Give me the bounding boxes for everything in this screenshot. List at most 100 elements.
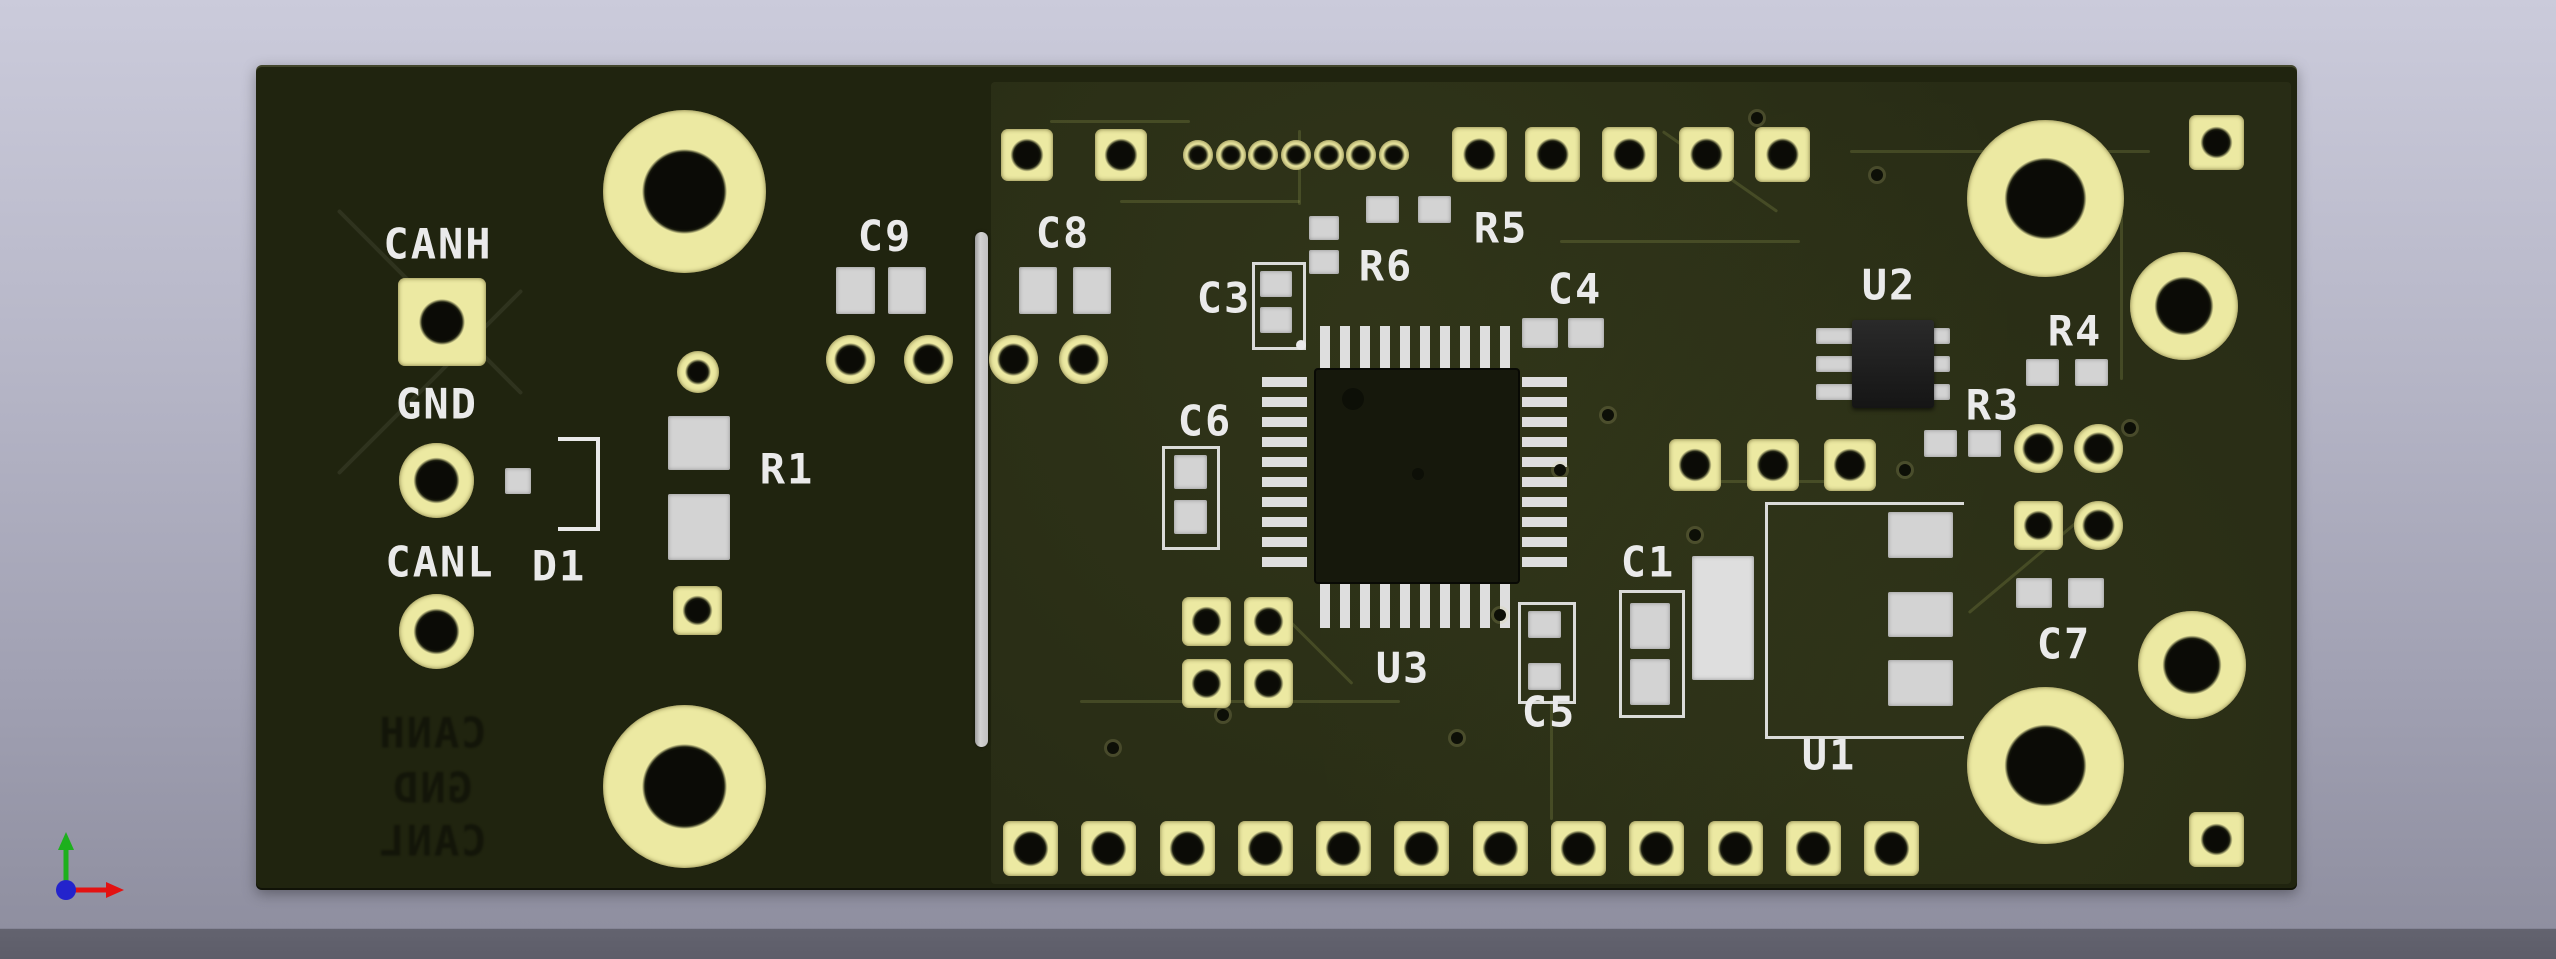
trace [1080, 700, 1400, 703]
smd-pad-c7 [2016, 578, 2052, 608]
th-pad [1244, 659, 1293, 708]
silkscreen-label-canl: CANL [385, 537, 495, 587]
mounting-hole [2138, 611, 2246, 719]
silkscreen-label-c9: C9 [857, 211, 913, 261]
mounting-hole [1967, 687, 2124, 844]
th-pad [677, 351, 719, 393]
ic-pin-u2 [1816, 328, 1856, 344]
th-pad [904, 335, 953, 384]
trace [1120, 200, 1300, 203]
trace [1560, 240, 1800, 243]
silkscreen-label-canh: CANH [383, 219, 493, 269]
th-pad-small [1216, 140, 1246, 170]
silkscreen-label-c7: C7 [2036, 619, 2092, 669]
silk-outline-d1 [596, 437, 600, 531]
silk-outline-d1 [558, 527, 600, 531]
th-pad [989, 335, 1038, 384]
trace [2120, 200, 2123, 380]
th-pad [1452, 127, 1507, 182]
th-pad [1669, 439, 1721, 491]
smd-pad-c8 [1019, 267, 1057, 314]
silk-pin1-dot [1296, 340, 1306, 350]
th-pad [1001, 129, 1053, 181]
th-pad [1551, 821, 1606, 876]
ic-body-u2 [1852, 320, 1934, 408]
th-pad [826, 335, 875, 384]
th-pad-gnd [399, 443, 474, 518]
th-pad [1864, 821, 1919, 876]
back-silkscreen-gnd: GND [391, 763, 473, 813]
smd-pad-r1 [668, 494, 730, 560]
silk-outline-c1 [1619, 590, 1685, 718]
th-pad-small [1183, 140, 1213, 170]
th-pad [1679, 127, 1734, 182]
th-pad [1629, 821, 1684, 876]
th-pad-canh [398, 278, 486, 366]
th-pad [1182, 659, 1231, 708]
th-pad [1824, 439, 1876, 491]
silkscreen-label-c3: C3 [1196, 273, 1252, 323]
via [1602, 409, 1614, 421]
smd-pad-r1 [668, 416, 730, 470]
smd-pad-c1 [1630, 603, 1670, 649]
silkscreen-label-r3: R3 [1965, 380, 2021, 430]
smd-pad-c9 [888, 267, 926, 314]
th-pad [1786, 821, 1841, 876]
via [1899, 464, 1911, 476]
th-pad-canl [399, 594, 474, 669]
th-pad [2074, 424, 2123, 473]
th-pad-small [1379, 140, 1409, 170]
silkscreen-label-c4: C4 [1547, 264, 1603, 314]
th-pad [1182, 597, 1231, 646]
chip-pin1-mark [1342, 388, 1364, 410]
th-pad [1708, 821, 1763, 876]
silkscreen-label-c1: C1 [1620, 537, 1676, 587]
th-pad [2014, 501, 2063, 550]
silkscreen-label-gnd: GND [396, 379, 478, 429]
via [1494, 609, 1506, 621]
silkscreen-label-u1: U1 [1801, 730, 1857, 780]
smd-pad-r3 [1924, 430, 1957, 457]
smd-pad-u1 [1888, 512, 1953, 558]
mounting-hole [2130, 252, 2238, 360]
th-pad-small [1314, 140, 1344, 170]
back-silkscreen-canl: CANL [377, 816, 487, 866]
smd-pad-u1 [1888, 660, 1953, 706]
silkscreen-label-c5: C5 [1521, 687, 1577, 737]
silkscreen-label-c8: C8 [1035, 208, 1091, 258]
smd-pad-d1 [505, 468, 531, 494]
smd-pad-c3 [1260, 307, 1292, 333]
smd-pad-c9 [836, 267, 875, 314]
silkscreen-label-u3: U3 [1375, 643, 1431, 693]
silkscreen-label-r5: R5 [1473, 203, 1529, 253]
th-pad [2189, 812, 2244, 867]
axis-gizmo [56, 832, 124, 900]
silkscreen-label-r6: R6 [1358, 241, 1414, 291]
silk-outline-c3 [1252, 262, 1306, 350]
board-slot [975, 232, 988, 747]
ic-pin-u2 [1816, 384, 1856, 400]
th-pad [1081, 821, 1136, 876]
smd-pad-c5 [1528, 663, 1561, 690]
mounting-hole [1967, 120, 2124, 277]
silk-outline-c5 [1518, 602, 1576, 704]
qfp-pad-row-left [1262, 377, 1307, 573]
via [1412, 468, 1424, 480]
th-pad [1059, 335, 1108, 384]
via [1871, 169, 1883, 181]
via [1554, 464, 1566, 476]
silkscreen-label-c6: C6 [1177, 396, 1233, 446]
via [1751, 112, 1763, 124]
trace [1050, 120, 1190, 123]
th-pad [1473, 821, 1528, 876]
via [1217, 709, 1229, 721]
component-pad [1692, 556, 1754, 680]
silk-outline-u1 [1765, 502, 1964, 739]
th-pad [1394, 821, 1449, 876]
th-pad [1747, 439, 1799, 491]
via [1689, 529, 1701, 541]
via [1107, 742, 1119, 754]
silkscreen-label-u2: U2 [1861, 260, 1917, 310]
th-pad [1238, 821, 1293, 876]
